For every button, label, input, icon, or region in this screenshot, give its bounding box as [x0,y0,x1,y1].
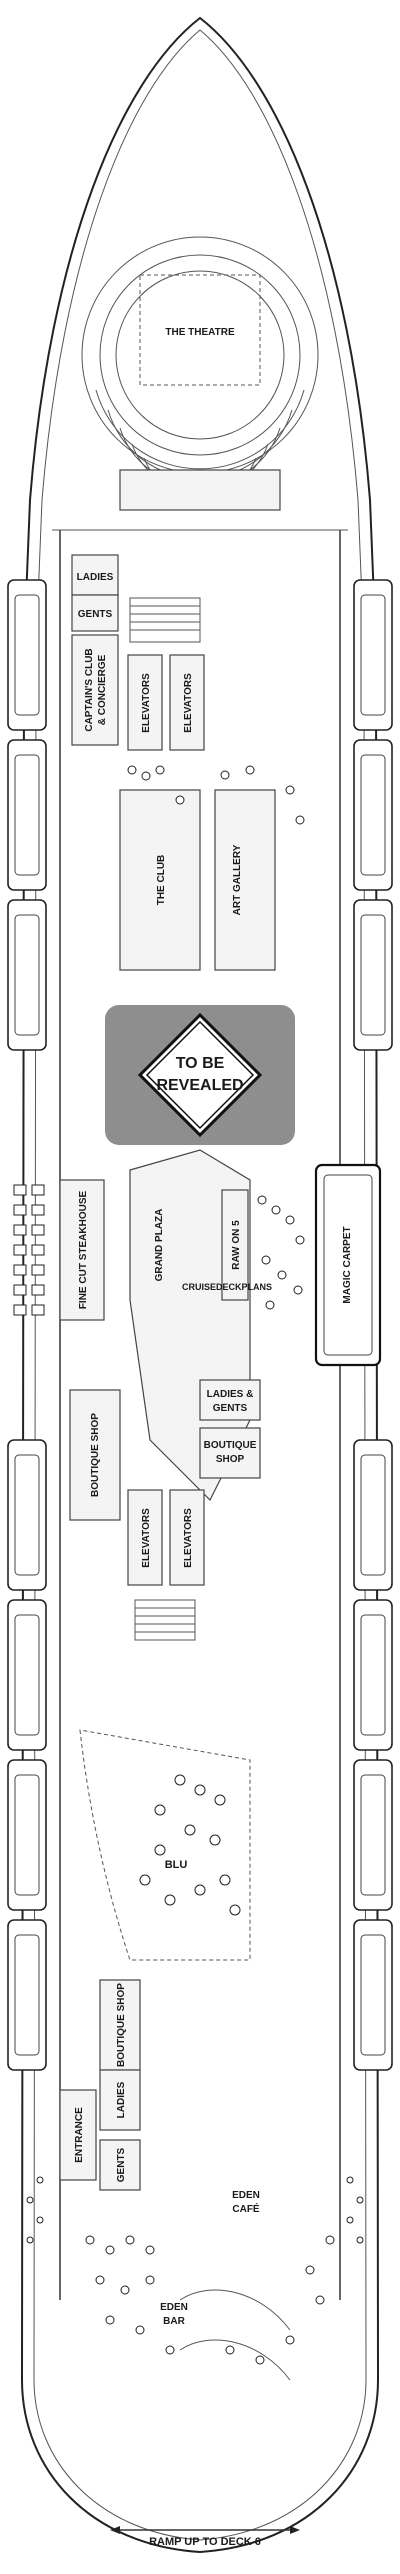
steakhouse-tables [13,1184,45,1316]
fine-cut-steakhouse: FINE CUT STEAKHOUSE [59,1179,105,1321]
boutique-low-label: BOUTIQUE SHOP [116,1983,127,2067]
entrance-label: ENTRANCE [74,2107,85,2163]
elevators-label-3: ELEVATORS [141,1508,152,1568]
to-be-revealed-area: TO BE REVEALED [105,1005,295,1145]
entrance: ENTRANCE [59,2089,97,2181]
eden-bar: EDEN BAR [160,2289,291,2381]
ladies-gents-mid-label-2: GENTS [213,1403,248,1414]
deck-side-seating [26,2176,364,2244]
club-seating [127,765,305,825]
art-gallery-label: ART GALLERY [232,844,243,915]
magic-carpet: MAGIC CARPET [314,1163,382,1367]
elevators-label-2: ELEVATORS [183,673,194,733]
eden-seating [85,2235,335,2365]
stairs-mid [134,1599,196,1641]
boutique-shop-label-1: BOUTIQUE [204,1440,257,1451]
stairs-top [129,597,201,643]
watermark-label: CRUISEDECKPLANS [182,1282,272,1292]
eden-cafe: EDEN CAFÉ [232,2190,260,2215]
theatre-area: THE THEATRE [81,236,319,511]
elevators-top: ELEVATORS ELEVATORS [127,654,205,751]
captains-club-label-2: & CONCIERGE [97,654,108,725]
eden-bar-label-1: EDEN [160,2302,188,2313]
elevators-label-4: ELEVATORS [183,1508,194,1568]
ramp-up-to-deck-6: RAMP UP TO DECK 6 [110,2526,300,2548]
ramp-label: RAMP UP TO DECK 6 [149,2536,261,2548]
captains-club-label-1: CAPTAIN'S CLUB [84,648,95,731]
boutique-shop-right: BOUTIQUE SHOP [199,1427,261,1479]
to-be-revealed-label-1: TO BE [176,1055,225,1072]
ladies-low: LADIES [99,2069,141,2131]
grand-plaza-label: GRAND PLAZA [154,1209,165,1282]
the-club: THE CLUB [119,789,201,971]
gents-low-label: GENTS [116,2147,127,2182]
eden-cafe-label-2: CAFÉ [232,2202,260,2215]
ladies-top-label: LADIES [77,572,114,583]
elevators-mid: ELEVATORS ELEVATORS [127,1489,205,1586]
hull-inner-line [33,29,367,2541]
boutique-shop-left: BOUTIQUE SHOP [69,1389,121,1521]
lifeboats-left [7,579,47,2071]
the-club-label: THE CLUB [156,855,167,906]
boutique-shop-vertical-label: BOUTIQUE SHOP [90,1413,101,1497]
raw-on-5-seating [257,1195,305,1310]
eden-bar-label-2: BAR [163,2316,185,2327]
magic-carpet-label: MAGIC CARPET [342,1226,353,1303]
blu-restaurant: BLU [79,1729,251,1961]
restrooms-mid: LADIES & GENTS [199,1379,261,1421]
elevators-label-1: ELEVATORS [141,673,152,733]
ladies-gents-mid-label-1: LADIES & [207,1389,254,1400]
boutique-shop-label-2: SHOP [216,1454,245,1465]
lifeboats-right [353,579,393,2071]
gents-top-label: GENTS [78,609,113,620]
blu-label: BLU [165,1859,188,1871]
fine-cut-label: FINE CUT STEAKHOUSE [78,1191,89,1310]
restrooms-top: LADIES GENTS [71,554,119,632]
raw-on-5: RAW ON 5 [221,1189,249,1301]
eden-cafe-label-1: EDEN [232,2190,260,2201]
art-gallery: ART GALLERY [214,789,276,971]
gents-low: GENTS [99,2139,141,2191]
boutique-shop-low: BOUTIQUE SHOP [99,1979,141,2071]
raw-on-5-label: RAW ON 5 [231,1220,242,1270]
blu-tables [139,1774,241,1916]
to-be-revealed-label-2: REVEALED [156,1077,243,1094]
ladies-low-label: LADIES [116,2081,127,2118]
captains-club: CAPTAIN'S CLUB & CONCIERGE [71,634,119,746]
theatre-label: THE THEATRE [165,327,235,338]
